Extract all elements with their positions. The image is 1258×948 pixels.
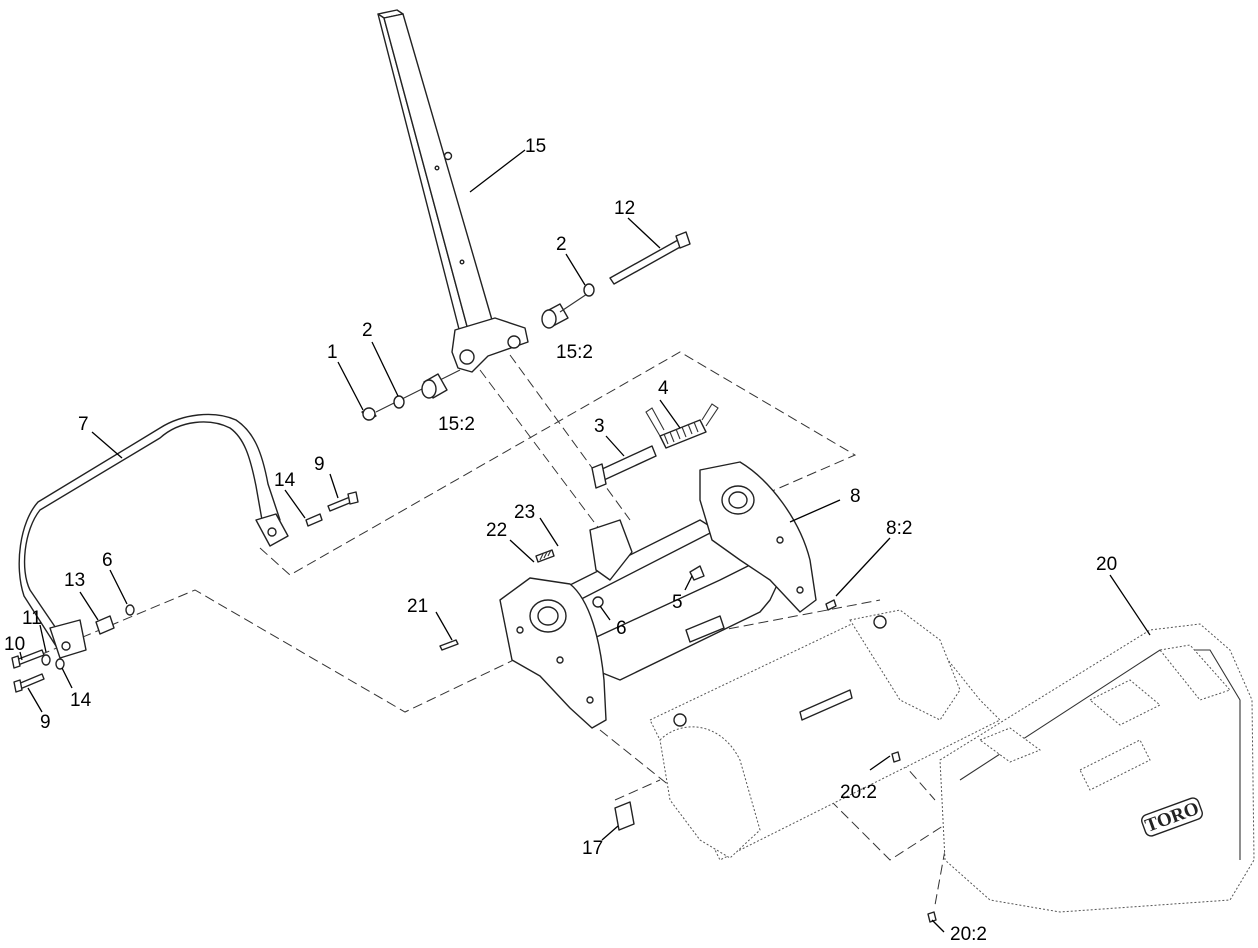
callout-9-top: 9 [314, 454, 325, 475]
callout-labels: 15 12 2 15:2 2 1 15:2 4 3 7 9 14 23 22 8… [4, 136, 1117, 945]
callout-6-right: 6 [616, 618, 627, 639]
callout-15-2-left: 15:2 [438, 414, 475, 435]
toro-weight: TORO [891, 623, 1255, 923]
callout-23: 23 [514, 502, 535, 523]
callout-15: 15 [525, 136, 546, 157]
callout-22: 22 [486, 520, 507, 541]
callout-15-2-right: 15:2 [556, 342, 593, 363]
leader-lines [19, 149, 1151, 933]
handle-bar [18, 413, 289, 659]
left-bushing-stack [361, 369, 461, 421]
callout-3: 3 [594, 416, 605, 437]
steering-post [377, 9, 529, 373]
callout-9-bottom: 9 [40, 712, 51, 733]
callout-21: 21 [407, 596, 428, 617]
callout-20-2-bottom: 20:2 [950, 924, 987, 945]
main-frame [439, 461, 837, 729]
callout-14-bottom: 14 [70, 690, 92, 711]
callout-5: 5 [672, 592, 683, 613]
callout-4: 4 [658, 378, 669, 399]
callout-11: 11 [22, 608, 42, 629]
callout-2-left: 2 [362, 320, 373, 341]
right-bushing-stack [541, 231, 691, 329]
callout-14-top: 14 [274, 470, 296, 491]
callout-6-left: 6 [102, 550, 113, 571]
callout-10: 10 [4, 634, 25, 655]
callout-8: 8 [850, 486, 861, 507]
callout-17: 17 [582, 838, 603, 859]
callout-2-right: 2 [556, 234, 567, 255]
callout-7: 7 [78, 414, 89, 435]
assembly-guides [39, 351, 961, 906]
callout-12: 12 [614, 198, 635, 219]
pin-and-spring [591, 403, 719, 489]
callout-20: 20 [1096, 554, 1117, 575]
callout-13: 13 [64, 570, 85, 591]
handle-hardware [11, 491, 359, 693]
cutting-unit [614, 609, 1001, 861]
callout-20-2-middle: 20:2 [840, 782, 877, 803]
callout-1: 1 [327, 342, 338, 363]
callout-8-2: 8:2 [886, 518, 912, 539]
